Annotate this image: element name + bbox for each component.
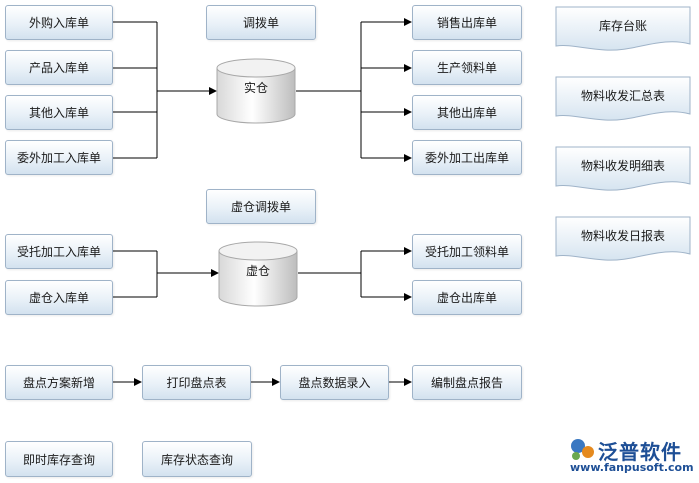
stocktake-entry-button[interactable]: 盘点数据录入 — [280, 365, 389, 400]
entrusted-issue-button[interactable]: 受托加工领料单 — [412, 234, 522, 269]
production-issue-button[interactable]: 生产领料单 — [412, 50, 522, 85]
cylinder-icon — [216, 58, 296, 124]
real-warehouse-label: 实仓 — [243, 80, 268, 95]
outsourced-out-button[interactable]: 委外加工出库单 — [412, 140, 522, 175]
purchase-in-button[interactable]: 外购入库单 — [5, 5, 113, 40]
other-in-button[interactable]: 其他入库单 — [5, 95, 113, 130]
product-in-button[interactable]: 产品入库单 — [5, 50, 113, 85]
material-summary-report[interactable]: 物料收发汇总表 — [555, 76, 691, 126]
other-out-button[interactable]: 其他出库单 — [412, 95, 522, 130]
virtual-transfer-button[interactable]: 虚仓调拨单 — [206, 189, 316, 224]
stock-status-query-button[interactable]: 库存状态查询 — [142, 441, 252, 477]
transfer-order-button[interactable]: 调拨单 — [206, 5, 316, 40]
logo-url-text: www.fanpusoft.com — [570, 461, 694, 474]
stock-ledger-report[interactable]: 库存台账 — [555, 6, 691, 56]
virtual-out-button[interactable]: 虚仓出库单 — [412, 280, 522, 315]
document-shape — [555, 76, 691, 121]
material-daily-label: 物料收发日报表 — [580, 228, 665, 243]
material-summary-label: 物料收发汇总表 — [580, 88, 665, 103]
print-stocktake-button[interactable]: 打印盘点表 — [142, 365, 251, 400]
material-detail-label: 物料收发明细表 — [580, 158, 665, 173]
material-daily-report[interactable]: 物料收发日报表 — [555, 216, 691, 266]
stock-ledger-label: 库存台账 — [598, 18, 647, 33]
entrusted-in-button[interactable]: 受托加工入库单 — [5, 234, 113, 269]
material-detail-report[interactable]: 物料收发明细表 — [555, 146, 691, 196]
document-shape — [555, 146, 691, 191]
sales-out-button[interactable]: 销售出库单 — [412, 5, 522, 40]
document-shape — [555, 216, 691, 261]
stocktake-report-button[interactable]: 编制盘点报告 — [412, 365, 522, 400]
logo-mark-icon — [571, 439, 594, 460]
virtual-warehouse-node[interactable]: 虚仓 — [218, 241, 298, 309]
realtime-stock-query-button[interactable]: 即时库存查询 — [5, 441, 113, 477]
virtual-in-button[interactable]: 虚仓入库单 — [5, 280, 113, 315]
logo-brand-text: 泛普软件 — [598, 440, 682, 464]
document-shape — [555, 6, 691, 51]
fanpu-logo: 泛普软件 www.fanpusoft.com — [568, 436, 696, 480]
cylinder-icon — [218, 241, 298, 307]
real-warehouse-node[interactable]: 实仓 — [216, 58, 296, 126]
outsourced-in-button[interactable]: 委外加工入库单 — [5, 140, 113, 175]
stocktake-plan-button[interactable]: 盘点方案新增 — [5, 365, 113, 400]
virtual-warehouse-label: 虚仓 — [245, 263, 270, 278]
